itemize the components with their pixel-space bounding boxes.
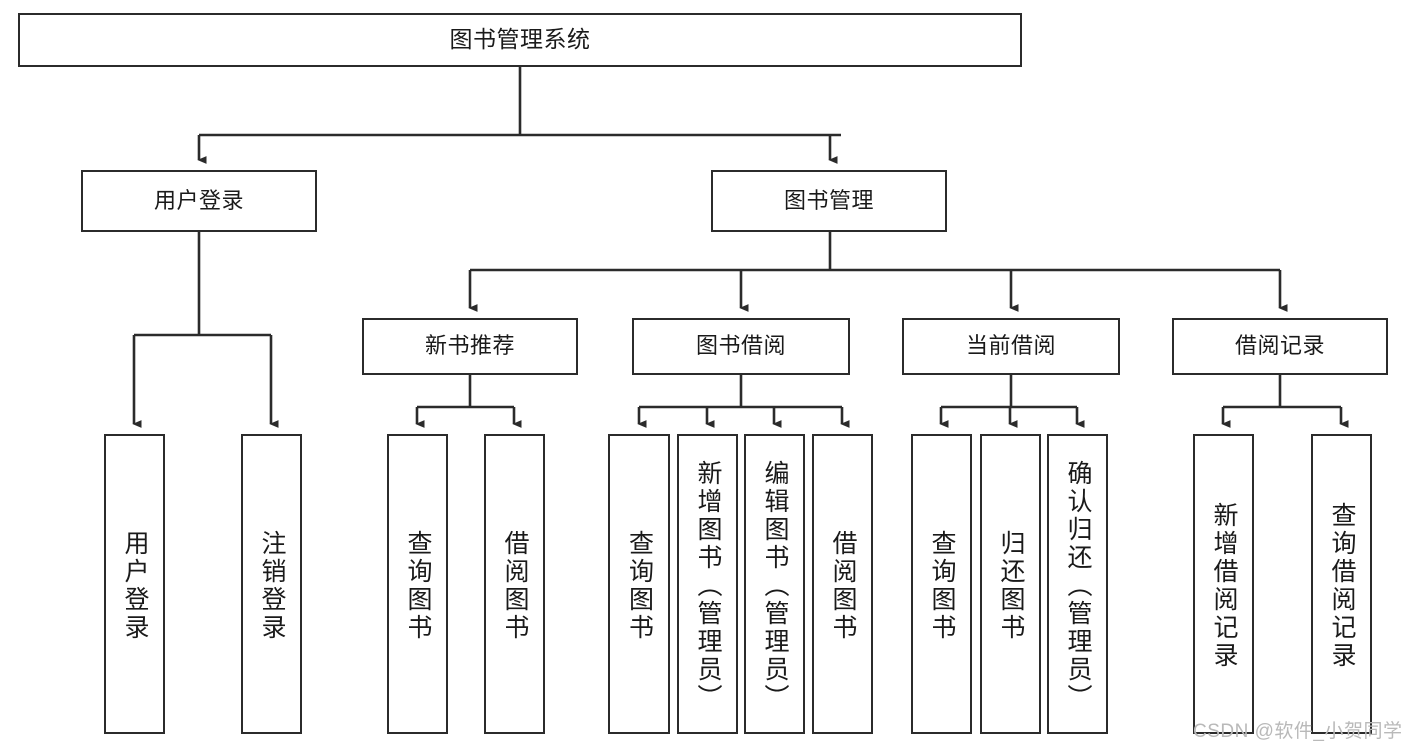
node-user-login[interactable]: 用户登录 <box>81 170 317 232</box>
csdn-watermark: CSDN @软件_小贺同学 <box>1193 721 1403 742</box>
node-label: 新增图书（管理员） <box>694 460 722 712</box>
node-label: 查询借阅记录 <box>1328 502 1356 670</box>
node-book-borrow[interactable]: 图书借阅 <box>632 318 850 375</box>
leaf-user-login-signout[interactable]: 注销登录 <box>241 434 302 734</box>
leaf-borrow-add-book-admin[interactable]: 新增图书（管理员） <box>677 434 738 734</box>
leaf-borrow-borrow-book[interactable]: 借阅图书 <box>812 434 873 734</box>
node-book-management[interactable]: 图书管理 <box>711 170 947 232</box>
node-label: 图书管理 <box>783 187 874 213</box>
node-label: 用户登录 <box>153 187 244 213</box>
leaf-current-return-book[interactable]: 归还图书 <box>980 434 1041 734</box>
leaf-current-query-book[interactable]: 查询图书 <box>911 434 972 734</box>
node-label: 新书推荐 <box>424 333 515 359</box>
leaf-recommend-query-book[interactable]: 查询图书 <box>387 434 448 734</box>
node-label: 当前借阅 <box>965 333 1056 359</box>
node-label: 借阅图书 <box>501 530 529 642</box>
leaf-borrow-query-book[interactable]: 查询图书 <box>608 434 670 734</box>
node-label: 图书管理系统 <box>449 26 591 53</box>
leaf-recommend-borrow-book[interactable]: 借阅图书 <box>484 434 545 734</box>
node-root-library-system[interactable]: 图书管理系统 <box>18 13 1022 67</box>
leaf-user-login-signin[interactable]: 用户登录 <box>104 434 165 734</box>
node-label: 借阅记录 <box>1234 333 1325 359</box>
node-label: 确认归还（管理员） <box>1064 460 1092 712</box>
leaf-borrow-edit-book-admin[interactable]: 编辑图书（管理员） <box>744 434 805 734</box>
node-label: 归还图书 <box>997 530 1025 642</box>
node-label: 用户登录 <box>121 530 149 642</box>
leaf-record-query-borrow-record[interactable]: 查询借阅记录 <box>1311 434 1372 734</box>
node-label: 新增借阅记录 <box>1210 502 1238 670</box>
node-label: 查询图书 <box>625 530 654 642</box>
node-label: 借阅图书 <box>829 530 857 642</box>
node-new-book-recommend[interactable]: 新书推荐 <box>362 318 578 375</box>
node-label: 注销登录 <box>258 530 286 642</box>
node-label: 查询图书 <box>928 530 956 642</box>
node-borrow-record[interactable]: 借阅记录 <box>1172 318 1388 375</box>
node-label: 编辑图书（管理员） <box>761 460 789 712</box>
node-label: 查询图书 <box>404 530 432 642</box>
node-label: 图书借阅 <box>695 333 786 359</box>
node-current-borrow[interactable]: 当前借阅 <box>902 318 1120 375</box>
leaf-current-confirm-return-admin[interactable]: 确认归还（管理员） <box>1047 434 1108 734</box>
leaf-record-add-borrow-record[interactable]: 新增借阅记录 <box>1193 434 1254 734</box>
